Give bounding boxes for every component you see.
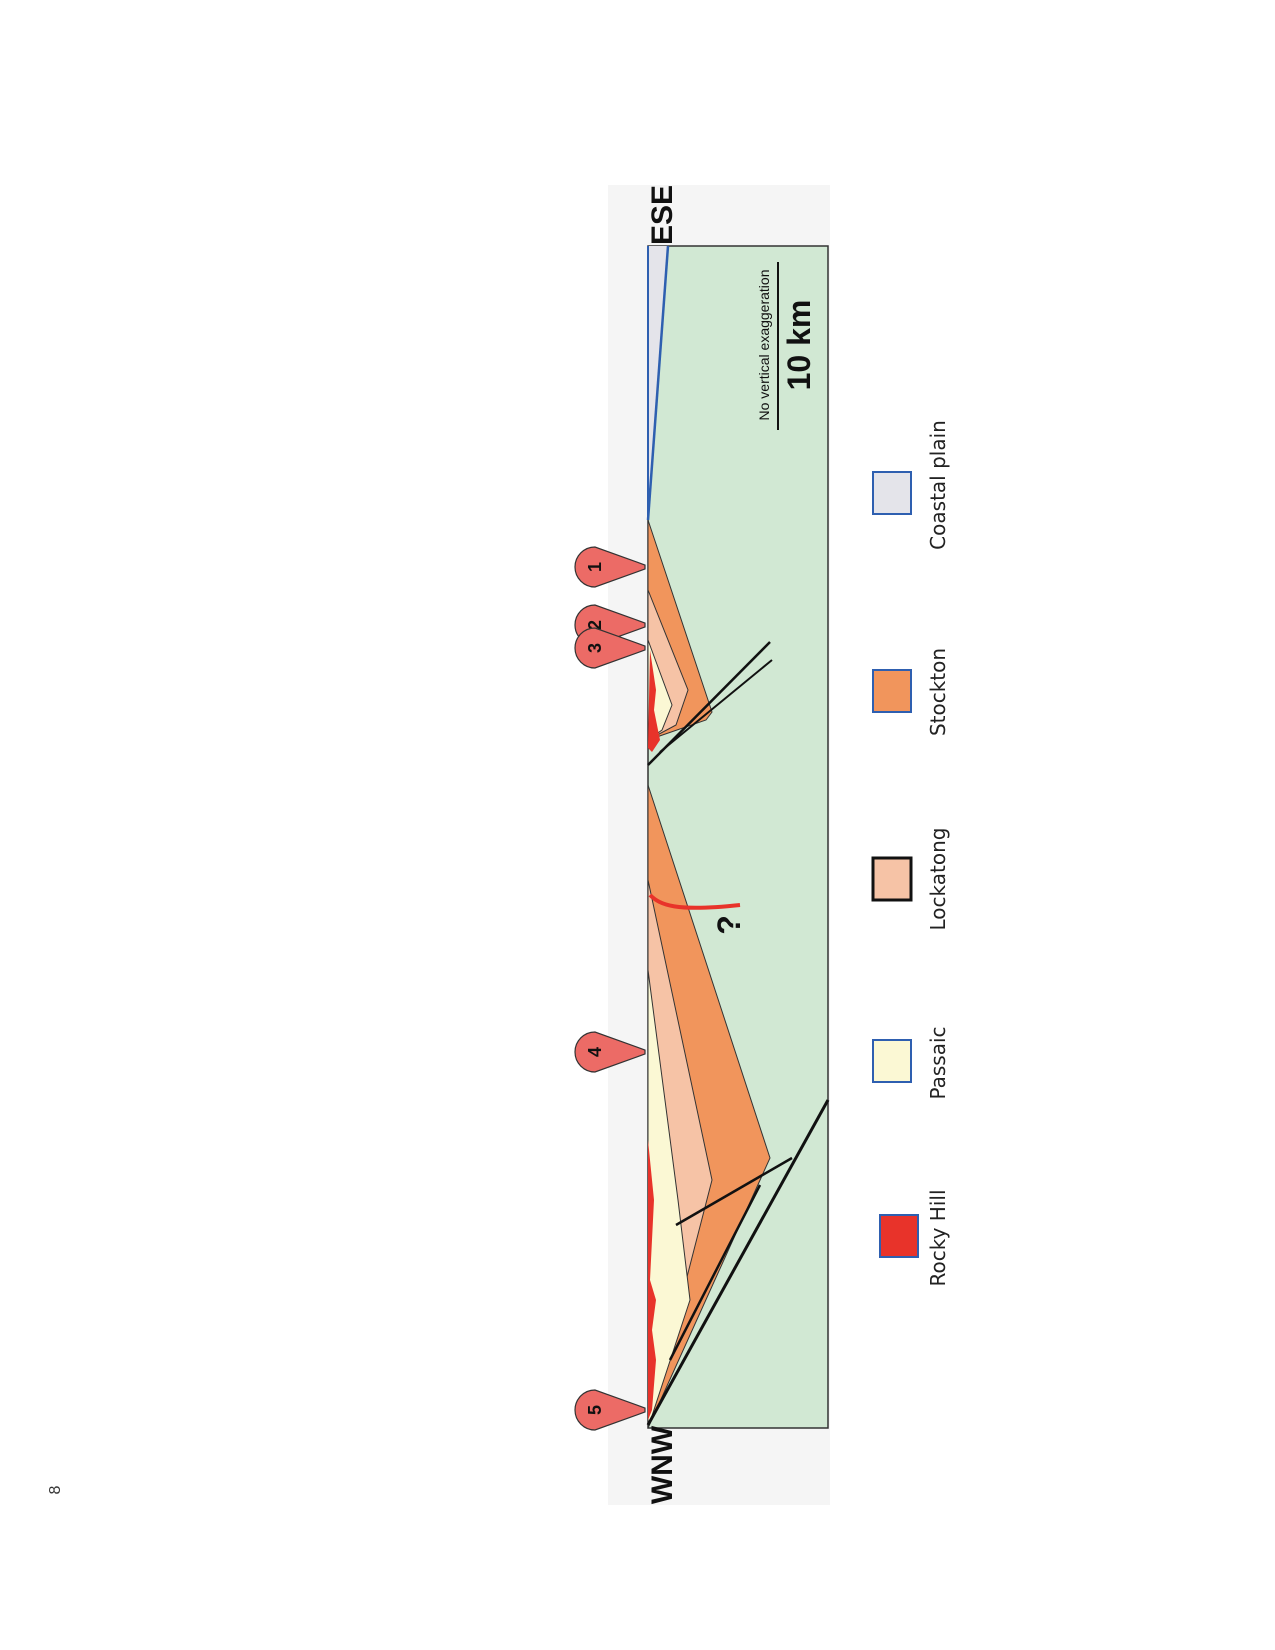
fault-west-antithetic <box>675 1156 793 1227</box>
legend-swatch-lockatong <box>871 856 913 902</box>
fault-west-main <box>646 1099 830 1426</box>
well-label-1: 1 <box>585 562 605 572</box>
well-label-2: 2 <box>585 620 605 630</box>
fault-east-2 <box>659 659 773 753</box>
well-marker-1: 1 <box>574 546 646 588</box>
legend-label-rocky-hill: Rocky Hill <box>926 1189 950 1286</box>
legend: Rocky Hill Passaic Lockatong Stockton Co… <box>871 420 950 1287</box>
legend-label-coastal-plain: Coastal plain <box>926 420 950 550</box>
rocky-hill-east <box>648 650 660 752</box>
fault-west-splay <box>668 1184 762 1361</box>
direction-west: WNW <box>646 1425 679 1504</box>
well-label-3: 3 <box>585 643 605 653</box>
well-label-4: 4 <box>585 1047 605 1057</box>
legend-swatch-stockton <box>872 669 912 713</box>
well-label-5: 5 <box>585 1405 605 1415</box>
page-number: 8 <box>47 1485 64 1494</box>
well-marker-4: 4 <box>574 1031 646 1073</box>
rocky-hill-dike <box>648 893 741 910</box>
scale-label: 10 km <box>781 300 817 391</box>
legend-label-passaic: Passaic <box>926 1026 950 1099</box>
legend-label-lockatong: Lockatong <box>926 828 950 931</box>
rocky-hill-west <box>648 1140 656 1420</box>
well-marker-5: 5 <box>574 1389 646 1431</box>
scale-note: No vertical exaggeration <box>756 270 772 421</box>
legend-label-stockton: Stockton <box>926 648 950 736</box>
well-marker-3: 3 <box>574 627 646 669</box>
legend-swatch-rocky-hill <box>879 1214 919 1258</box>
coastal-plain-boundary <box>646 245 670 521</box>
legend-swatch-coastal-plain <box>872 471 912 515</box>
direction-east: ESE <box>646 185 679 245</box>
uncertain-mark: ? <box>711 915 747 935</box>
legend-swatch-passaic <box>872 1039 912 1083</box>
